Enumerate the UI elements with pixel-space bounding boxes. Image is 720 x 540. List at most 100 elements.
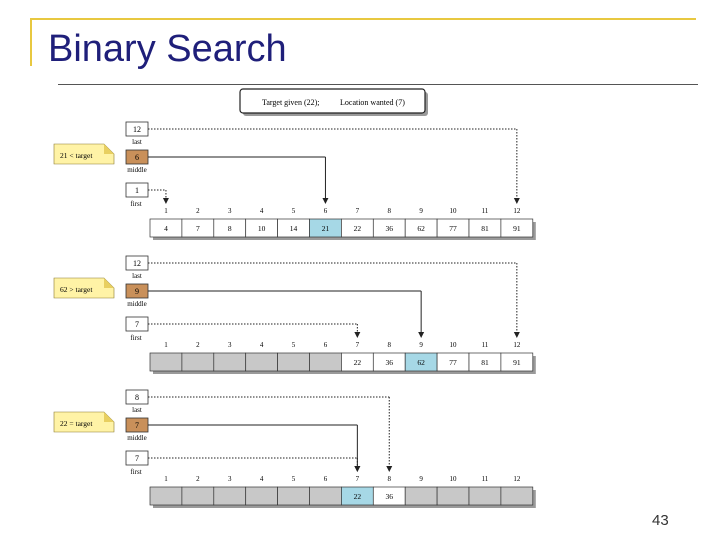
- header-target-text: Target given (22);: [262, 98, 320, 107]
- index-label: 11: [482, 207, 489, 215]
- array-value: 81: [481, 224, 489, 233]
- array-value: 22: [354, 492, 362, 501]
- index-label: 6: [324, 475, 328, 483]
- slide-number: 43: [652, 512, 669, 529]
- index-label: 4: [260, 341, 264, 349]
- index-label: 1: [164, 475, 168, 483]
- first-label: first: [130, 200, 141, 208]
- array-cell: [149, 352, 183, 372]
- middle-pointer-head: [418, 332, 425, 338]
- index-label: 3: [228, 207, 232, 215]
- array-cell: [468, 486, 502, 506]
- array-value: 77: [449, 224, 457, 233]
- last-label: last: [132, 138, 142, 146]
- array-cell: [181, 352, 215, 372]
- array-cell: [181, 486, 215, 506]
- index-label: 9: [419, 341, 423, 349]
- header-location-text: Location wanted (7): [340, 98, 405, 107]
- first-pointer-head: [354, 466, 361, 472]
- array-cell: [149, 486, 183, 506]
- index-label: 11: [482, 341, 489, 349]
- last-pointer-head: [386, 466, 393, 472]
- first-value: 7: [135, 320, 139, 329]
- array-value: 22: [354, 358, 362, 367]
- array-value: 21: [322, 224, 330, 233]
- index-label: 8: [388, 475, 392, 483]
- index-label: 3: [228, 475, 232, 483]
- index-label: 8: [388, 341, 392, 349]
- index-label: 2: [196, 341, 200, 349]
- array-cell: [500, 352, 534, 372]
- array-cell: [213, 486, 247, 506]
- middle-value: 7: [135, 421, 139, 430]
- note-text: 62 > target: [60, 285, 93, 294]
- array-cell: [309, 352, 342, 372]
- index-label: 2: [196, 475, 200, 483]
- index-label: 5: [292, 207, 296, 215]
- note-card: [53, 143, 115, 165]
- title-underline: [58, 84, 698, 85]
- index-label: 11: [482, 475, 489, 483]
- array-value: 77: [449, 358, 457, 367]
- array-value: 62: [417, 224, 425, 233]
- first-value: 1: [135, 186, 139, 195]
- index-label: 5: [292, 341, 296, 349]
- array-cell: [500, 486, 534, 506]
- middle-label: middle: [127, 300, 146, 308]
- array-value: 36: [386, 358, 394, 367]
- array-value: 4: [164, 224, 168, 233]
- first-pointer-head: [162, 198, 169, 204]
- first-label: first: [130, 334, 141, 342]
- title-accent-line: [30, 18, 696, 20]
- index-label: 4: [260, 207, 264, 215]
- array-value: 62: [417, 358, 425, 367]
- array-cell: [277, 352, 310, 372]
- first-label: first: [130, 468, 141, 476]
- index-label: 5: [292, 475, 296, 483]
- middle-value: 6: [135, 153, 139, 162]
- note-text: 22 = target: [60, 419, 93, 428]
- index-label: 10: [450, 207, 458, 215]
- index-label: 1: [164, 207, 168, 215]
- index-label: 7: [356, 341, 360, 349]
- index-label: 9: [419, 475, 423, 483]
- middle-label: middle: [127, 166, 146, 174]
- last-pointer-head: [513, 332, 520, 338]
- index-label: 12: [513, 207, 521, 215]
- index-label: 4: [260, 475, 264, 483]
- array-value: 7: [196, 224, 200, 233]
- index-label: 12: [513, 475, 521, 483]
- note-card: [53, 277, 115, 299]
- array-cell: [500, 218, 534, 238]
- first-value: 7: [135, 454, 139, 463]
- index-label: 6: [324, 341, 328, 349]
- index-label: 9: [419, 207, 423, 215]
- header-box: Target given (22); Location wanted (7): [239, 88, 428, 116]
- array-cell: [404, 486, 438, 506]
- index-label: 3: [228, 341, 232, 349]
- index-label: 1: [164, 341, 168, 349]
- note-card: [53, 411, 115, 433]
- last-label: last: [132, 406, 142, 414]
- slide-title: Binary Search: [48, 28, 287, 70]
- last-pointer-head: [513, 198, 520, 204]
- array-cell: [309, 486, 342, 506]
- note-fold: [104, 144, 114, 154]
- array-value: 22: [354, 224, 362, 233]
- index-label: 6: [324, 207, 328, 215]
- first-pointer-head: [354, 332, 361, 338]
- middle-label: middle: [127, 434, 146, 442]
- array-value: 36: [386, 492, 394, 501]
- array-value: 91: [513, 224, 521, 233]
- array-value: 14: [290, 224, 298, 233]
- last-value: 12: [133, 125, 141, 134]
- array-cell: [245, 486, 278, 506]
- array-value: 8: [228, 224, 232, 233]
- index-label: 7: [356, 207, 360, 215]
- note-fold: [104, 278, 114, 288]
- last-value: 12: [133, 259, 141, 268]
- last-label: last: [132, 272, 142, 280]
